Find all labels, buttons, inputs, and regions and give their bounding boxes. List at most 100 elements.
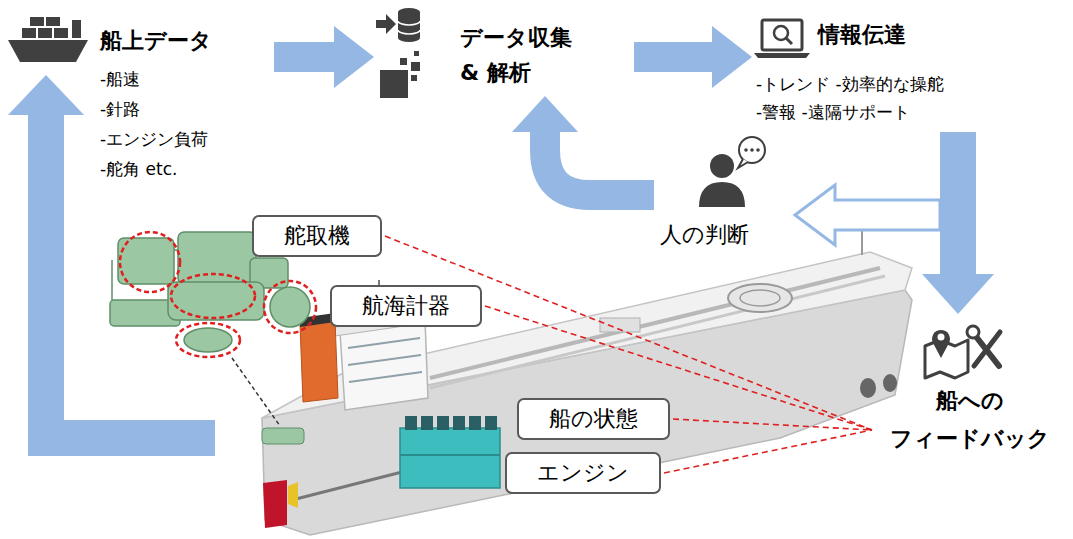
list-item: -針路 bbox=[100, 94, 270, 124]
engine-cylinder bbox=[485, 416, 497, 430]
input-arrow bbox=[376, 14, 396, 34]
ship-icon-funnel bbox=[72, 20, 81, 38]
ship-icon-box bbox=[38, 28, 52, 38]
arrow-stem bbox=[940, 132, 976, 233]
ship-icon-box bbox=[30, 17, 44, 26]
human-judgement: 人の判断 bbox=[660, 145, 789, 250]
ship-icon-box bbox=[22, 28, 36, 38]
hollow-arrow bbox=[795, 185, 940, 245]
list-item: -船速 bbox=[100, 64, 270, 94]
flow-connector bbox=[673, 419, 872, 430]
engine-line bbox=[400, 454, 500, 456]
flow-connector bbox=[274, 26, 374, 88]
data-stage: 情報伝達 -トレンド -効率的な操舵-警報 -遠隔サポート bbox=[756, 18, 944, 126]
block-square bbox=[411, 62, 420, 71]
arrowhead bbox=[512, 96, 578, 132]
block-square bbox=[380, 70, 408, 98]
engine-cylinder bbox=[453, 416, 465, 430]
stage-heading: 船上データ bbox=[100, 24, 270, 58]
list-item: -舵角 etc. bbox=[100, 154, 270, 184]
window-row bbox=[349, 372, 422, 382]
data-stage: データ収集 & 解析 bbox=[378, 20, 630, 90]
block-square bbox=[414, 51, 419, 56]
data-stage: 船上データ -船速-針路-エンジン負荷-舵角 etc. bbox=[100, 24, 270, 184]
stage-label: 人の判断 bbox=[660, 220, 749, 250]
ship-icon-box bbox=[46, 17, 60, 26]
part-label-box: 航海計器 bbox=[330, 285, 482, 327]
bow-thruster bbox=[883, 374, 897, 392]
tanker-illustration bbox=[262, 225, 912, 535]
ship-icon bbox=[8, 17, 88, 62]
part-label: 航海計器 bbox=[362, 291, 450, 321]
speech-dot bbox=[756, 148, 760, 152]
part-label: 舵取機 bbox=[284, 221, 350, 251]
window-row bbox=[348, 355, 421, 365]
block-arrow bbox=[634, 26, 752, 88]
stern-machinery bbox=[262, 428, 304, 444]
deck-pipe bbox=[430, 276, 885, 388]
highlight-circle bbox=[176, 323, 240, 357]
funnel bbox=[300, 320, 338, 402]
stage-heading: 船への フィードバック bbox=[875, 382, 1065, 458]
stage-heading: データ収集 & 解析 bbox=[460, 20, 580, 90]
stage-heading: 情報伝達 bbox=[818, 18, 944, 52]
map-tools-icon bbox=[925, 326, 1000, 378]
curved-arrow bbox=[545, 132, 654, 195]
database-icon bbox=[376, 8, 420, 98]
block-square bbox=[411, 75, 417, 81]
person-head bbox=[710, 154, 734, 178]
map-pin-hole bbox=[938, 334, 945, 341]
block-square bbox=[400, 58, 407, 65]
leader-line bbox=[232, 358, 280, 426]
gear-part bbox=[168, 282, 264, 320]
propeller bbox=[288, 482, 298, 508]
list-item: -警報 -遠隔サポート bbox=[756, 98, 944, 126]
magnifier bbox=[774, 26, 788, 40]
ship-icon-box bbox=[54, 28, 68, 38]
rudder bbox=[263, 480, 287, 528]
highlight-circle bbox=[264, 281, 316, 333]
speech-tail bbox=[738, 159, 748, 168]
main-engine bbox=[400, 416, 500, 488]
deck-pipe bbox=[430, 268, 880, 378]
laptop-icon bbox=[754, 20, 810, 58]
ship-icon-hull bbox=[8, 40, 88, 62]
wrench-head bbox=[967, 326, 979, 338]
window-row bbox=[348, 338, 420, 348]
dashed-leader bbox=[673, 419, 872, 430]
gear-part bbox=[178, 232, 256, 284]
highlight-circle bbox=[120, 232, 180, 292]
list-item: -エンジン負荷 bbox=[100, 124, 270, 154]
part-label-box: 船の状態 bbox=[517, 398, 670, 440]
list-item: -トレンド -効率的な操舵 bbox=[756, 70, 944, 98]
deck bbox=[262, 252, 912, 418]
helipad-ring bbox=[740, 290, 780, 306]
part-label: エンジン bbox=[537, 458, 629, 488]
part-label: 船の状態 bbox=[549, 404, 638, 434]
flow-connector bbox=[664, 430, 872, 473]
database-cylinder bbox=[398, 8, 420, 42]
flow-connector bbox=[512, 96, 654, 195]
laptop-screen bbox=[762, 20, 802, 50]
gear-motor bbox=[270, 287, 310, 327]
flow-connector bbox=[634, 26, 752, 88]
laptop-base bbox=[754, 53, 810, 58]
bow-thruster bbox=[860, 378, 876, 398]
feedback-stage: 船への フィードバック bbox=[875, 320, 1065, 458]
speech-dot bbox=[750, 148, 754, 152]
part-label-box: 舵取機 bbox=[252, 215, 382, 257]
speech-dot bbox=[744, 148, 748, 152]
person-body bbox=[699, 182, 745, 207]
shaft bbox=[292, 472, 402, 500]
map-pin bbox=[932, 330, 950, 358]
engine-cylinder bbox=[421, 416, 433, 430]
magnifier-handle bbox=[786, 38, 792, 44]
block-arrow bbox=[274, 26, 374, 88]
engine-cylinder bbox=[405, 416, 417, 430]
flow-connector bbox=[795, 132, 976, 245]
part-label-box: エンジン bbox=[505, 452, 661, 494]
engine-cylinder bbox=[437, 416, 449, 430]
helipad bbox=[728, 284, 792, 312]
person-icon bbox=[699, 137, 765, 207]
